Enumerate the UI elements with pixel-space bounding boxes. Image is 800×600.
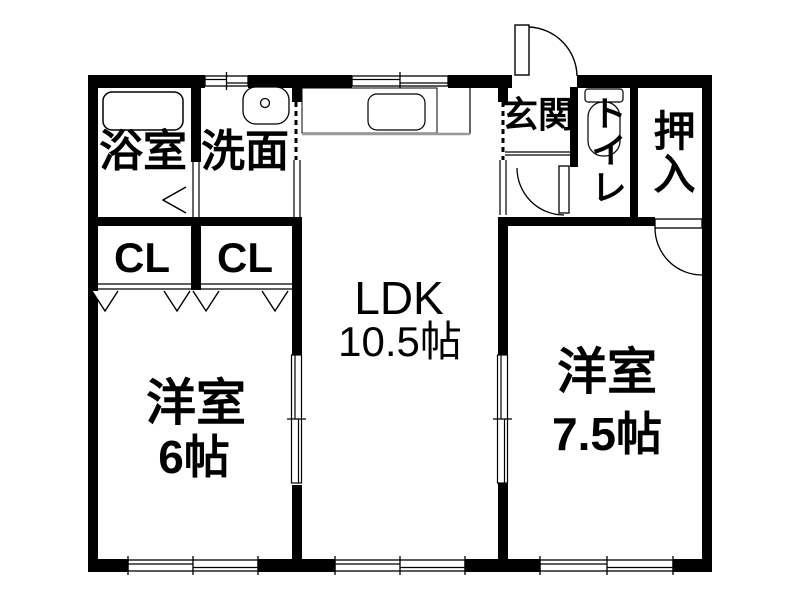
bathtub-icon xyxy=(102,91,184,131)
ldk-window xyxy=(334,556,466,575)
entrance-door xyxy=(514,24,578,77)
kitchen-counter-icon xyxy=(301,87,470,136)
window-symbols xyxy=(127,72,674,575)
bedroom-left-label: 洋室 xyxy=(146,375,246,431)
washroom-label: 洗面 xyxy=(201,127,289,176)
kitchen-window xyxy=(351,72,449,90)
ldk-label: LDK xyxy=(354,272,444,324)
bedroom-right-size-label: 7.5帖 xyxy=(552,408,662,460)
toilet-label: トイレ xyxy=(586,94,627,206)
interior-walls xyxy=(88,75,655,572)
sliding-door-bedroom-left xyxy=(287,354,306,484)
sliding-door-bedroom-right xyxy=(493,354,512,484)
bathroom-label: 浴室 xyxy=(99,127,187,176)
partition-lines xyxy=(97,88,570,290)
bedroom-left-size-label: 6帖 xyxy=(158,431,230,483)
genkan-step-dashed-lines xyxy=(294,102,505,160)
ldk-size-label: 10.5帖 xyxy=(338,318,462,365)
oshiire-label: 押入 xyxy=(648,109,695,195)
toilet-icon xyxy=(584,88,624,157)
closet-right-label: CL xyxy=(217,234,273,281)
closet-folding-doors xyxy=(91,290,289,313)
genkan-label: 玄関 xyxy=(501,94,575,135)
washbasin-icon xyxy=(242,86,290,125)
closet-left-label: CL xyxy=(114,234,170,281)
toilet-door xyxy=(516,165,570,216)
bathroom-door-arrow xyxy=(161,186,187,214)
bedroom-right-label: 洋室 xyxy=(557,344,657,400)
oshiire-door xyxy=(654,218,703,276)
outer-walls xyxy=(88,75,712,572)
kitchen-sink-icon xyxy=(367,93,426,131)
washroom-window xyxy=(204,72,249,90)
bedroom-left-window xyxy=(127,556,259,575)
bedroom-right-window xyxy=(539,556,674,575)
